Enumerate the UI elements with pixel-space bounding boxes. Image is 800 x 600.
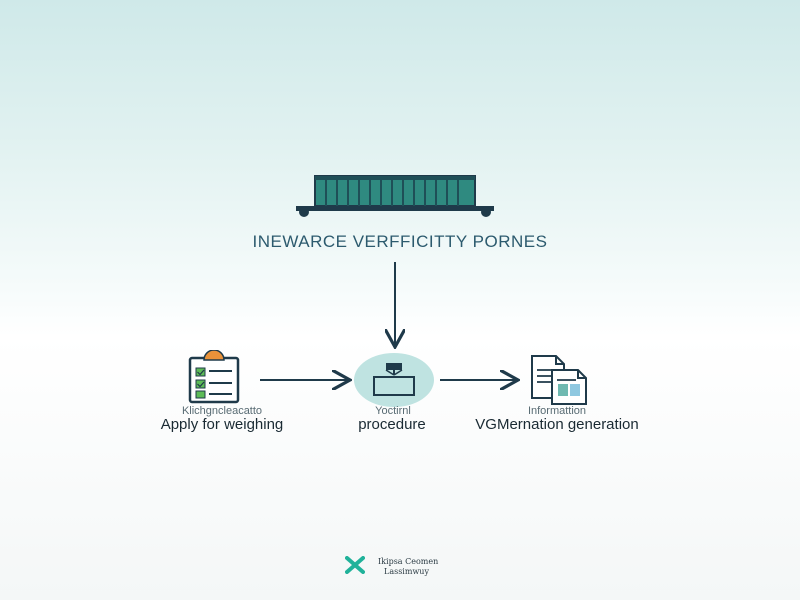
step2-label: procedure bbox=[358, 416, 426, 433]
documents-icon bbox=[528, 352, 598, 408]
shipping-container-icon bbox=[290, 168, 500, 226]
cross-logo-icon bbox=[345, 556, 365, 574]
weighing-scale-icon bbox=[352, 353, 436, 407]
diagram-title: INEWARCE VERFFICITTY PORNES bbox=[252, 232, 548, 251]
checklist-clipboard-icon bbox=[186, 349, 246, 406]
footer-brand-line1: Ikipsa Ceomen bbox=[378, 557, 439, 566]
step3-label: VGMernation generation bbox=[475, 416, 639, 433]
step3-sublabel: Informattion bbox=[527, 405, 587, 417]
step1-sublabel: Klichgncleacatto bbox=[181, 405, 263, 417]
step2-sublabel: Yoctirnl bbox=[375, 405, 411, 417]
step1-label: Apply for weighing bbox=[160, 416, 284, 433]
footer-brand-line2: Lassimwuy bbox=[384, 567, 429, 576]
